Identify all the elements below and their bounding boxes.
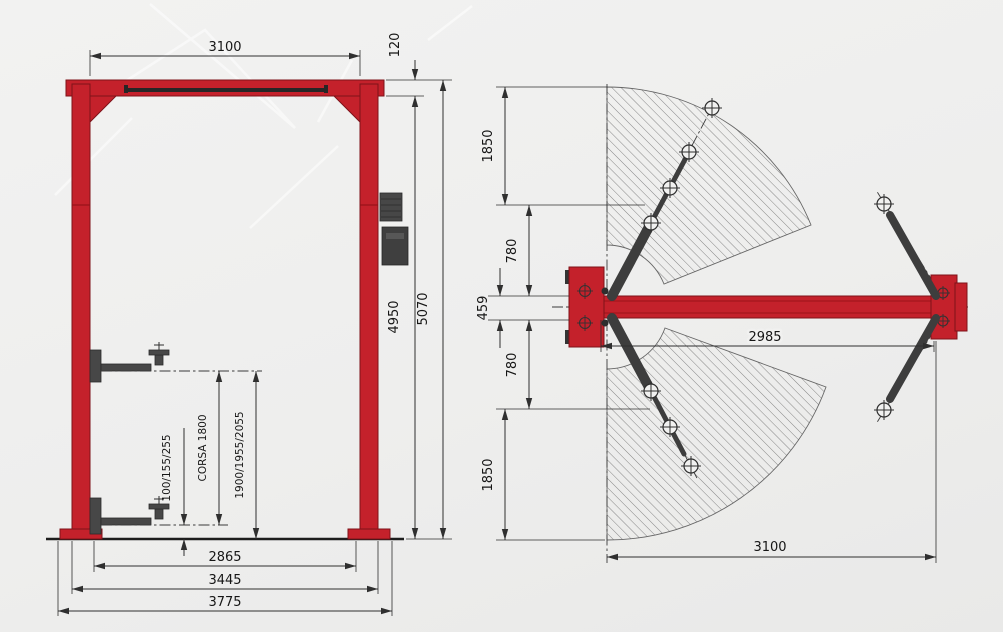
arm-swing-area-top	[606, 86, 812, 285]
dim-label-swing-radius-bottom: 1850	[481, 458, 496, 491]
dim-label-stroke: CORSA 1800	[197, 415, 209, 482]
right-carriage	[930, 274, 968, 340]
dim-top-width: 3100	[89, 40, 361, 76]
dim-carriage-span: 2985	[600, 320, 935, 352]
motor-unit	[379, 192, 403, 222]
dim-arm-offset-bottom: 780	[496, 320, 650, 410]
dim-label-outer-width: 3445	[208, 573, 241, 588]
base-crossbeam	[597, 295, 939, 319]
plan-view: 1850 780 459 780 1850 2985	[476, 84, 968, 563]
dim-label-arm-offset-bottom: 780	[505, 353, 520, 378]
dim-outer-width: 3445	[71, 541, 379, 594]
dim-label-beam-height: 120	[388, 33, 403, 58]
lift-arm-raised	[89, 342, 262, 383]
overhead-limit-bar	[126, 88, 326, 92]
front-left-arm	[607, 218, 656, 301]
dim-label-column-height: 4950	[387, 300, 402, 333]
front-right-arm	[886, 211, 940, 300]
dim-label-swing-radius-top: 1850	[481, 129, 496, 162]
dim-label-min-pad-height: 100/155/255	[161, 434, 173, 501]
dim-label-arm-offset-top: 780	[505, 239, 520, 264]
dim-label-total-height: 5070	[416, 292, 431, 325]
rear-left-arm	[607, 313, 656, 396]
dim-label-carriage-span: 2985	[748, 330, 781, 345]
dim-label-inner-width: 2865	[208, 550, 241, 565]
dim-swing-radius-bottom: 1850	[481, 409, 605, 541]
arm-raised	[100, 363, 152, 372]
carriage-raised	[89, 349, 102, 383]
pad-raised	[148, 349, 170, 356]
dim-arm-offset-top: 780	[488, 205, 569, 297]
plan-structure	[565, 97, 968, 477]
left-post	[71, 83, 91, 535]
dim-label-frame-depth: 459	[476, 296, 491, 321]
left-carriage	[565, 266, 609, 348]
rear-right-arm	[886, 314, 940, 403]
dim-total-height: 5070	[406, 80, 452, 540]
right-foot-plate	[347, 528, 391, 540]
control-box	[381, 226, 409, 266]
carriage-lowered	[89, 497, 102, 535]
right-corner-brace	[332, 95, 361, 124]
front-structure	[59, 79, 409, 540]
arm-lowered	[100, 517, 152, 526]
dim-overall-width: 3775	[57, 541, 393, 616]
dim-label-drive-width: 3100	[753, 540, 786, 555]
dim-label-top-width: 3100	[208, 40, 241, 55]
dim-inner-width: 2865	[93, 541, 357, 572]
dim-stroke: CORSA 1800	[197, 371, 223, 525]
left-foot-plate	[59, 528, 103, 540]
dim-swing-radius-top: 1850	[481, 86, 645, 206]
right-post	[359, 83, 379, 535]
pad-lowered	[148, 503, 170, 510]
background-watermark-lines	[54, 3, 473, 229]
dim-drive-width: 3100	[607, 341, 937, 563]
arm-swing-area-bottom	[606, 327, 827, 541]
dim-beam-height: 120	[386, 33, 452, 97]
lift-arm-lowered	[89, 496, 228, 535]
left-corner-brace	[89, 95, 118, 124]
dim-label-overall-width: 3775	[208, 595, 241, 610]
dim-label-max-pad-height: 1900/1955/2055	[234, 411, 246, 498]
dim-min-pad-height: 100/155/255	[161, 428, 188, 556]
front-elevation-view: 3100 120 4950 5070 1900/1955/2055 CORSA …	[46, 33, 452, 616]
dim-max-pad-height: 1900/1955/2055	[234, 371, 260, 539]
dim-frame-depth: 459	[476, 268, 569, 348]
dim-column-height: 4950	[387, 96, 419, 539]
